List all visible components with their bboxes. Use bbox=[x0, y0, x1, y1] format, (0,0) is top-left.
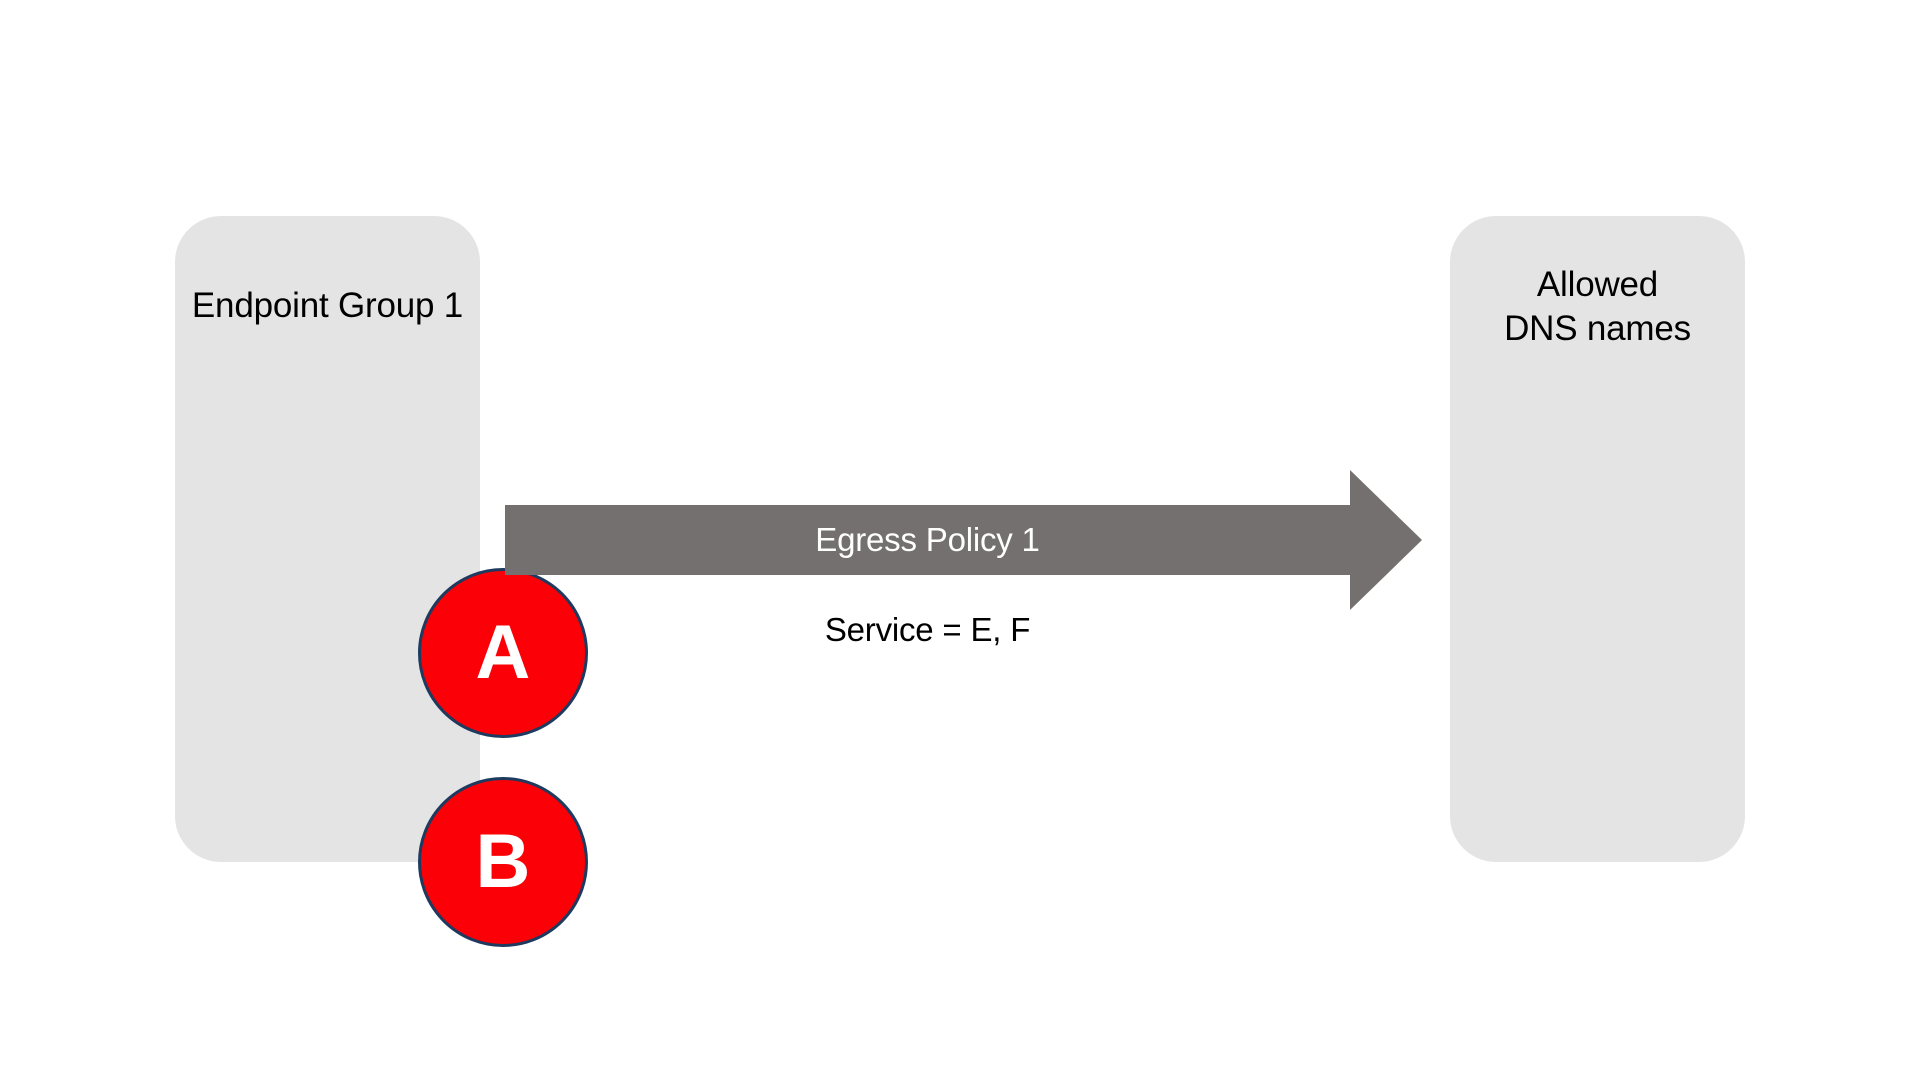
policy-service-label: Service = E, F bbox=[824, 611, 1031, 648]
endpoint-node-b-label: B bbox=[475, 819, 531, 904]
endpoint-group-panel: Endpoint Group 1 A B bbox=[175, 216, 588, 947]
arrow-right-icon bbox=[505, 470, 1422, 610]
egress-policy-label: Egress Policy 1 bbox=[815, 521, 1040, 558]
egress-policy-arrow: Egress Policy 1 bbox=[505, 470, 1422, 610]
endpoint-node-a: A bbox=[418, 568, 588, 738]
endpoint-node-b: B bbox=[418, 777, 588, 947]
endpoint-node-a-label: A bbox=[475, 610, 531, 695]
endpoint-group-title: Endpoint Group 1 bbox=[191, 286, 464, 325]
allowed-dns-panel: Allowed DNS names DNS Name 1 DNS Name 2 bbox=[1450, 216, 1745, 862]
allowed-dns-title: Allowed DNS names bbox=[1504, 265, 1691, 348]
